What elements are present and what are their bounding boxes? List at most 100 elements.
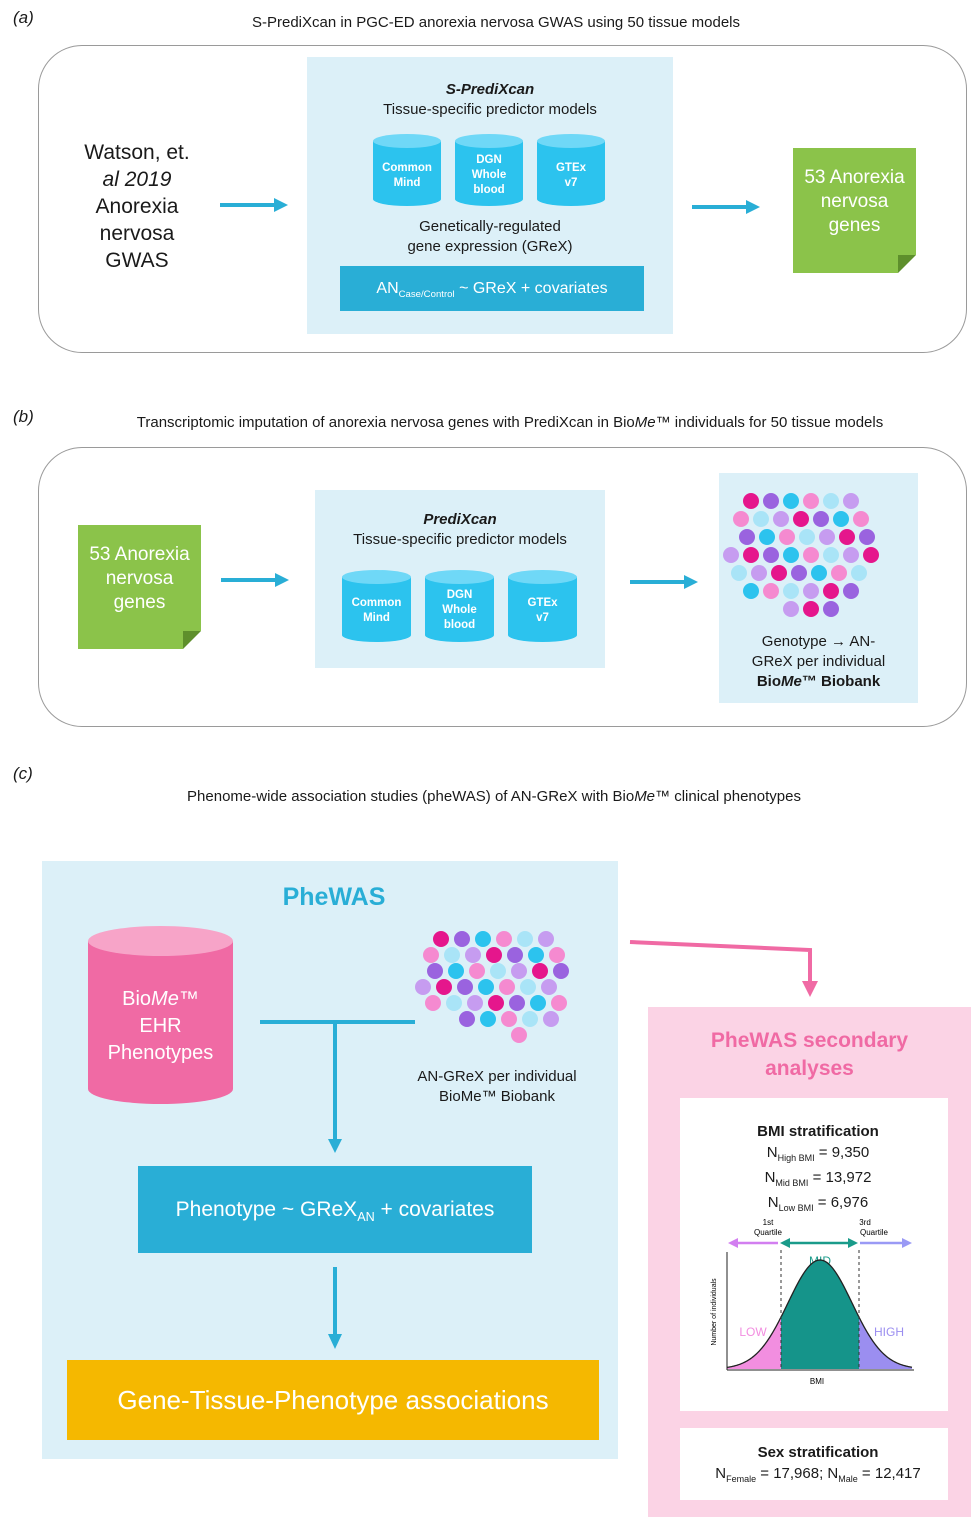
q3-label-1: 3rd <box>859 1218 871 1227</box>
individual-dot <box>839 529 855 545</box>
individual-dot <box>425 995 441 1011</box>
bmi-count-high: NHigh BMI = 9,350 <box>766 1144 870 1163</box>
individual-dot <box>415 979 431 995</box>
individual-dot <box>501 1011 517 1027</box>
individual-dot <box>853 511 869 527</box>
individual-dot <box>763 493 779 509</box>
individual-dot <box>427 963 443 979</box>
individual-dot <box>543 1011 559 1027</box>
merge-connector <box>260 1020 415 1153</box>
s-predixcan-subtitle: Tissue-specific predictor models <box>383 101 597 118</box>
individual-dot <box>475 931 491 947</box>
individual-dot <box>751 565 767 581</box>
individual-dot <box>551 995 567 1011</box>
bmi-title: BMI stratification <box>757 1123 879 1140</box>
individual-dot <box>823 601 839 617</box>
bmi-distribution-curve: 1st Quartile 3rd Quartile MID LOW HIGH N… <box>711 1218 914 1386</box>
individual-dot <box>823 583 839 599</box>
individual-dot <box>457 979 473 995</box>
individual-dot <box>520 979 536 995</box>
predixcan-subtitle: Tissue-specific predictor models <box>353 531 567 548</box>
individual-dot <box>779 529 795 545</box>
individuals-label-b: Genotype → AN- GReX per individual BioMe… <box>751 633 886 690</box>
individual-dot <box>763 583 779 599</box>
low-label: LOW <box>739 1325 767 1339</box>
high-label: HIGH <box>874 1325 904 1339</box>
individual-dot <box>436 979 452 995</box>
individual-dot <box>743 493 759 509</box>
arrow-b2 <box>630 575 698 589</box>
panel-b-title: Transcriptomic imputation of anorexia ne… <box>136 414 884 431</box>
individual-dot <box>553 963 569 979</box>
individual-dot <box>517 931 533 947</box>
individual-dot <box>448 963 464 979</box>
individual-dot <box>811 565 827 581</box>
individual-dot <box>783 547 799 563</box>
bmi-mid-region <box>781 1260 859 1369</box>
phewas-model-bar: Phenotype ~ GReXAN + covariates <box>138 1166 532 1253</box>
individual-dot <box>793 511 809 527</box>
individual-dot <box>773 511 789 527</box>
individual-dot <box>831 565 847 581</box>
ehr-phenotypes-cylinder: BioMe™ EHR Phenotypes <box>88 926 233 1104</box>
individual-dot <box>859 529 875 545</box>
s-predixcan-title: S-PrediXcan <box>445 81 535 98</box>
individual-dot <box>799 529 815 545</box>
individual-dot <box>538 931 554 947</box>
bmi-count-low: NLow BMI = 6,976 <box>767 1194 869 1213</box>
individual-dot <box>423 947 439 963</box>
sex-title: Sex stratification <box>757 1444 879 1461</box>
individual-dot <box>823 547 839 563</box>
individual-dot <box>459 1011 475 1027</box>
individual-dot <box>763 547 779 563</box>
bmi-count-mid: NMid BMI = 13,972 <box>764 1169 872 1188</box>
q1-label-2: Quartile <box>754 1228 783 1237</box>
individual-dot <box>731 565 747 581</box>
individual-dot <box>486 947 502 963</box>
individual-dot <box>803 493 819 509</box>
individual-dot <box>496 931 512 947</box>
bmi-curve-outline <box>726 1259 913 1369</box>
bmi-low-region <box>727 1317 781 1369</box>
individuals-cloud-b <box>719 473 918 623</box>
panel-b-label: (b) <box>13 407 34 426</box>
gwas-source: Watson, et. al 2019 Anorexia nervosa GWA… <box>84 141 190 272</box>
individual-dot <box>499 979 515 995</box>
individual-dot <box>771 565 787 581</box>
individual-dot <box>467 995 483 1011</box>
individual-dot <box>791 565 807 581</box>
curve-xlabel: BMI <box>810 1377 824 1386</box>
individual-dot <box>549 947 565 963</box>
individual-dot <box>743 583 759 599</box>
gene-tissue-phenotype-box: Gene-Tissue-Phenotype associations <box>67 1360 599 1440</box>
individual-dot <box>819 529 835 545</box>
individual-dot <box>813 511 829 527</box>
individual-dot <box>723 547 739 563</box>
individual-dot <box>803 601 819 617</box>
individual-dot <box>465 947 481 963</box>
phewas-title: PheWAS <box>282 883 386 911</box>
individual-dot <box>843 583 859 599</box>
sex-counts: NFemale = 17,968; NMale = 12,417 <box>715 1465 921 1484</box>
individual-dot <box>823 493 839 509</box>
secondary-connector <box>629 940 818 997</box>
arrow-b1 <box>221 573 289 587</box>
individuals-cloud-c <box>405 925 605 1055</box>
individual-dot <box>446 995 462 1011</box>
predixcan-title: PrediXcan <box>423 511 497 528</box>
individual-dot <box>511 963 527 979</box>
formula-bar: ANCase/Control ~ GReX + covariates <box>340 266 644 311</box>
individual-dot <box>532 963 548 979</box>
individual-dot <box>522 1011 538 1027</box>
individual-dot <box>528 947 544 963</box>
q1-label-1: 1st <box>763 1218 774 1227</box>
curve-ylabel: Number of individuals <box>711 1278 718 1346</box>
individual-dot <box>469 963 485 979</box>
individual-dot <box>753 511 769 527</box>
